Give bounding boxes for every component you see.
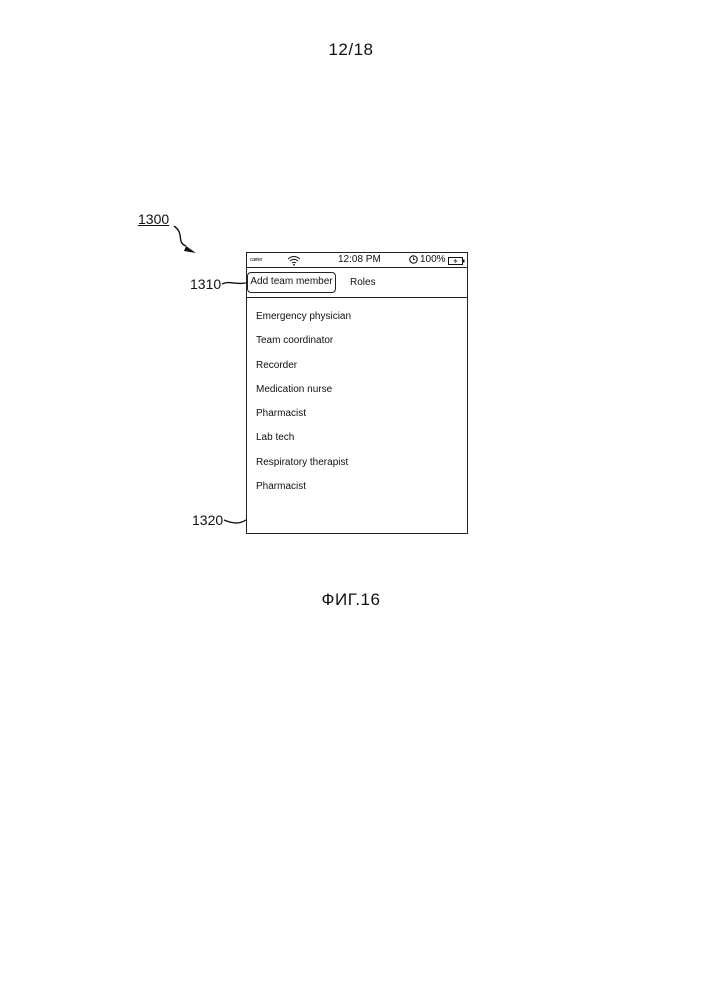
list-item[interactable]: Pharmacist: [256, 408, 351, 432]
add-team-member-button[interactable]: Add team member: [247, 272, 336, 293]
list-item[interactable]: Pharmacist: [256, 481, 351, 505]
tab-roles[interactable]: Roles: [350, 276, 376, 290]
reference-numeral-device: 1300: [138, 211, 169, 227]
figure-label: ФИГ.16: [0, 590, 702, 610]
toolbar: Add team member Roles: [247, 268, 467, 298]
arrowhead-device: [184, 246, 196, 253]
list-item[interactable]: Team coordinator: [256, 335, 351, 359]
carrier-label: carrier: [250, 257, 262, 264]
list-item[interactable]: Medication nurse: [256, 384, 351, 408]
role-list: Emergency physician Team coordinator Rec…: [256, 311, 351, 505]
list-item[interactable]: Recorder: [256, 360, 351, 384]
battery-percentage: 100%: [420, 253, 446, 267]
list-item[interactable]: Lab tech: [256, 432, 351, 456]
reference-numeral-list: 1320: [192, 512, 223, 528]
wifi-icon: [287, 255, 301, 266]
battery-icon: [448, 256, 465, 264]
reference-numeral-add-button: 1310: [190, 276, 221, 292]
leader-arrow-device: [174, 226, 186, 246]
list-item[interactable]: Respiratory therapist: [256, 457, 351, 481]
list-item[interactable]: Emergency physician: [256, 311, 351, 335]
alarm-icon: [409, 255, 418, 264]
status-time: 12:08 PM: [338, 253, 381, 267]
status-bar: carrier 12:08 PM 100%: [247, 253, 467, 268]
phone-screen: carrier 12:08 PM 100% Add te: [246, 252, 468, 534]
page-number: 12/18: [0, 40, 702, 60]
